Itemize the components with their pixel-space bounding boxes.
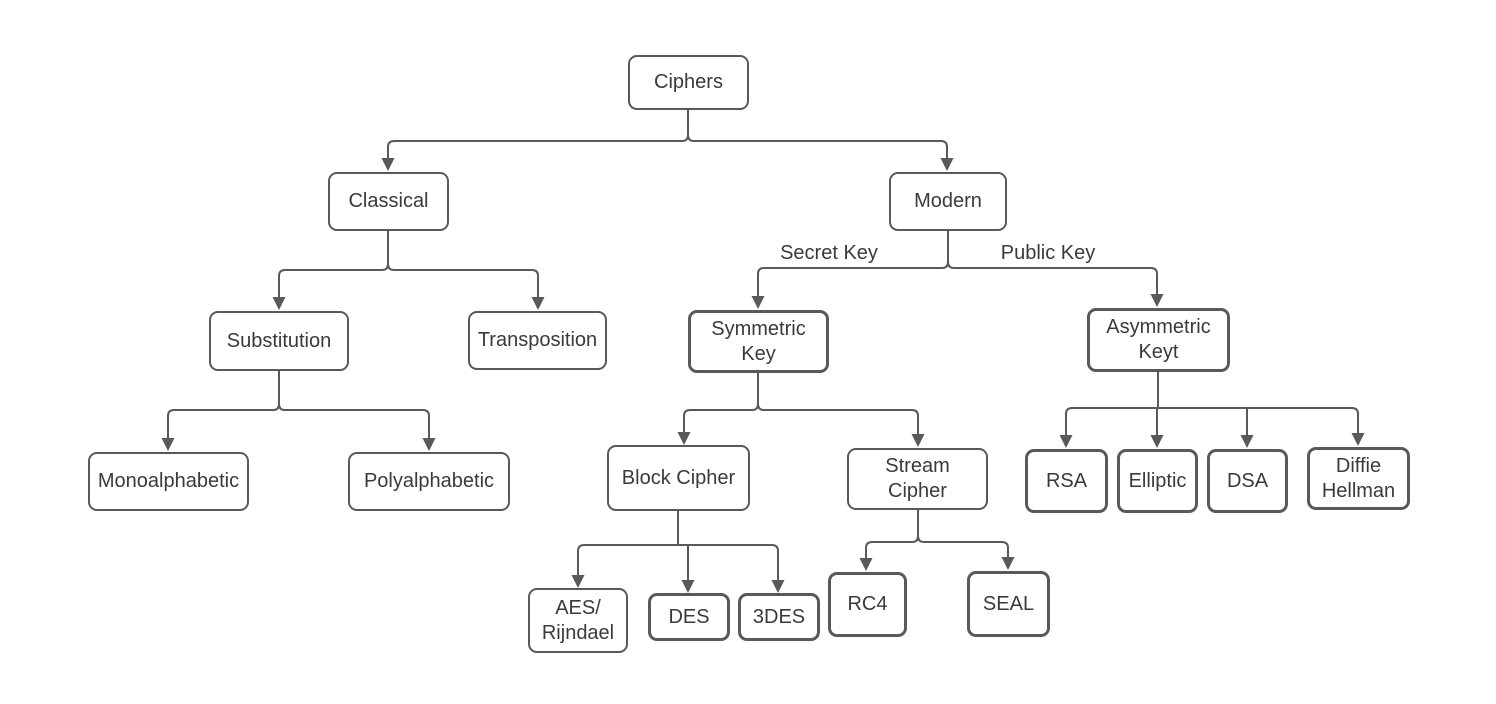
edge-label-public-key: Public Key — [1000, 242, 1096, 264]
node-diffie-hellman: Diffie Hellman — [1307, 447, 1410, 510]
node-dsa: DSA — [1207, 449, 1288, 513]
edge-stream-rc4 — [865, 510, 919, 558]
arrowhead — [571, 575, 585, 588]
arrowhead — [911, 434, 925, 447]
edge-classical-substitution — [278, 231, 389, 297]
node-rsa: RSA — [1025, 449, 1108, 513]
arrowhead — [1150, 435, 1164, 448]
edge-stream-seal — [917, 535, 1009, 557]
edge-substitution-polyalphabetic — [278, 403, 430, 438]
arrowhead — [1001, 557, 1015, 570]
node-stream-cipher: Stream Cipher — [847, 448, 988, 510]
edge-label-secret-key: Secret Key — [780, 242, 878, 264]
edge-asymmetric-span — [1065, 407, 1359, 435]
node-monoalphabetic: Monoalphabetic — [88, 452, 249, 511]
arrowhead — [531, 297, 545, 310]
node-block-cipher: Block Cipher — [607, 445, 750, 511]
node-elliptic: Elliptic — [1117, 449, 1198, 513]
arrowhead — [381, 158, 395, 171]
edge-block-cipher-span — [577, 544, 779, 580]
arrowhead — [940, 158, 954, 171]
edge-substitution-monoalphabetic — [167, 371, 280, 438]
edge-symmetric-stream-cipher — [757, 403, 919, 434]
node-3des: 3DES — [738, 593, 820, 641]
node-substitution: Substitution — [209, 311, 349, 371]
arrowhead — [272, 297, 286, 310]
edge-symmetric-block-cipher — [683, 373, 759, 432]
arrowhead — [1059, 435, 1073, 448]
arrowhead — [751, 296, 765, 309]
arrowhead — [422, 438, 436, 451]
edge-ciphers-classical — [387, 110, 689, 158]
node-seal: SEAL — [967, 571, 1050, 637]
node-classical: Classical — [328, 172, 449, 231]
edge-modern-asymmetric-keyt — [947, 261, 1158, 294]
arrowhead — [1150, 294, 1164, 307]
node-asymmetric-keyt: Asymmetric Keyt — [1087, 308, 1230, 372]
node-aes-rijndael: AES/ Rijndael — [528, 588, 628, 653]
arrowhead — [1240, 435, 1254, 448]
arrowhead — [161, 438, 175, 451]
arrowhead — [677, 432, 691, 445]
node-rc4: RC4 — [828, 572, 907, 637]
node-symmetric-key: Symmetric Key — [688, 310, 829, 373]
edge-ciphers-modern — [687, 134, 948, 158]
node-transposition: Transposition — [468, 311, 607, 370]
node-modern: Modern — [889, 172, 1007, 231]
arrowhead — [681, 580, 695, 593]
arrowhead — [1351, 433, 1365, 446]
node-polyalphabetic: Polyalphabetic — [348, 452, 510, 511]
edge-classical-transposition — [387, 263, 539, 297]
arrowhead — [771, 580, 785, 593]
node-des: DES — [648, 593, 730, 641]
node-ciphers: Ciphers — [628, 55, 749, 110]
arrowhead — [859, 558, 873, 571]
